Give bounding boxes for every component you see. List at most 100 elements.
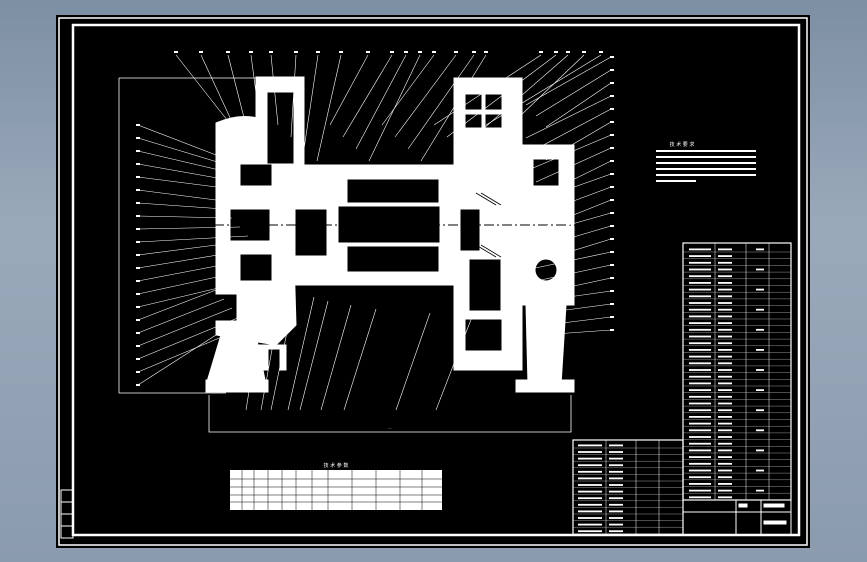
parts-list-entry [718, 335, 732, 338]
part-number-leaders [136, 51, 614, 411]
parts-list-entry [718, 462, 732, 465]
part-number-tick [610, 82, 614, 84]
leader-line [137, 325, 249, 373]
overall-dimension-lines: ... [118, 77, 572, 433]
part-number-tick [539, 51, 543, 53]
parts-list-entry [718, 402, 732, 405]
leader-line [137, 163, 241, 183]
part-number-tick [366, 51, 370, 53]
parts-list-entry [689, 375, 711, 378]
parts-list-entry [689, 288, 711, 291]
parts-list-entry [689, 402, 711, 405]
part-number-tick [610, 186, 614, 188]
parts-list-entry [689, 261, 711, 264]
leader-line [381, 54, 435, 126]
parts-list-entry [718, 295, 732, 298]
part-number-tick [610, 290, 614, 292]
part-number-tick [136, 241, 140, 243]
leader-line [545, 316, 612, 326]
parts-list-entry [689, 362, 711, 365]
parts-list-entry [689, 496, 711, 499]
leader-line [316, 54, 342, 162]
leader-line [175, 54, 232, 126]
parts-list-entry [718, 322, 732, 324]
parts-list-entry [689, 456, 711, 458]
inner-frame [71, 23, 801, 537]
parts-list-entry [718, 469, 732, 472]
leader-line [137, 334, 217, 386]
parts-list-entry [609, 517, 623, 519]
leader-line [137, 202, 225, 210]
leader-line [525, 329, 612, 337]
parts-list-entry [689, 469, 711, 472]
leader-line [446, 54, 557, 138]
part-number-tick [610, 251, 614, 253]
leader-line [137, 298, 225, 334]
leader-line [525, 95, 612, 139]
technical-requirements-heading: 技 术 要 求 [670, 141, 695, 148]
leader-line [407, 54, 475, 150]
parts-list-entry [689, 275, 711, 278]
parts-list-entry [718, 395, 732, 398]
leader-line [137, 316, 241, 360]
outer-frame [58, 17, 808, 546]
part-number-tick [404, 51, 408, 53]
part-number-tick [610, 199, 614, 201]
leader-line [342, 54, 393, 138]
leader-line [433, 54, 542, 126]
parts-list-entry [609, 451, 623, 453]
leader-line [250, 54, 266, 162]
parts-list-entry [689, 449, 711, 452]
leader-line [472, 54, 585, 162]
part-number-tick [199, 51, 203, 53]
parts-list-entry [689, 255, 711, 257]
leader-line [137, 176, 249, 192]
leader-line [545, 238, 612, 260]
parts-list-entry [578, 523, 602, 526]
parts-list-entry [718, 248, 732, 251]
parts-list-entry [578, 484, 602, 486]
parts-list-entry [718, 422, 732, 425]
parts-list-entry [718, 436, 732, 438]
parts-list-entry [718, 442, 732, 445]
leader-line [137, 307, 233, 347]
leader-line [137, 226, 241, 230]
leader-line [290, 54, 297, 138]
parts-list-entry [756, 369, 764, 371]
leader-line [260, 288, 284, 411]
parts-list-entry [689, 489, 711, 492]
part-number-tick [610, 134, 614, 136]
parts-list-entry [689, 483, 711, 485]
leader-line [525, 134, 612, 172]
parts-list-entry [718, 308, 732, 311]
parts-list-entry [578, 444, 602, 447]
parts-list-entry [609, 470, 623, 473]
requirement-text-line [656, 174, 756, 176]
leader-line [137, 289, 217, 321]
assembly-drawing: ... [58, 17, 808, 546]
parts-list-entry [718, 409, 732, 412]
part-number-tick [136, 306, 140, 308]
parts-list-entry [718, 483, 732, 485]
parts-list-entry [756, 288, 764, 291]
parts-list-entry [756, 248, 764, 251]
parts-list-entry [578, 457, 602, 460]
part-number-tick [418, 51, 422, 53]
technical-parameter-table: 技 术 参 数 [230, 462, 442, 510]
leader-line [270, 54, 279, 126]
parts-list-entry [756, 268, 764, 271]
title-block [682, 499, 792, 536]
parts-list-entry [689, 389, 711, 391]
leader-line [535, 147, 612, 183]
parts-list-entry [756, 389, 764, 391]
part-number-tick [136, 189, 140, 191]
part-number-tick [610, 147, 614, 149]
parts-list-entry [718, 449, 732, 452]
parts-list-entry [718, 375, 732, 378]
parts-list-entry [689, 342, 711, 345]
part-number-tick [136, 150, 140, 152]
parts-list-entry [578, 451, 602, 453]
parts-list-entry [689, 436, 711, 438]
part-number-tick [390, 51, 394, 53]
parts-list-entry [578, 477, 602, 480]
